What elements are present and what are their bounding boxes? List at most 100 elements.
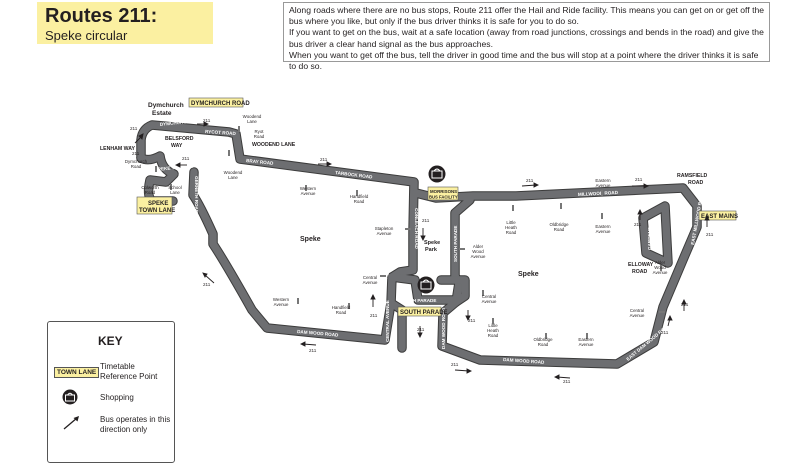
trp-label-morrisons-1: MORRISONS: [430, 189, 457, 194]
stop-label: Road: [554, 227, 565, 232]
stop-label: Handfield: [332, 305, 351, 310]
stop-label: Avenue: [274, 302, 289, 307]
stop-marker: [170, 184, 172, 190]
road-label-elloway-1: ELLOWAY: [628, 262, 654, 268]
road-label-tarbock: TARBOCK ROAD: [335, 170, 373, 180]
stop-label: Stapleton: [375, 226, 394, 231]
trp-label-morrisons-2: BUS FACILITY: [429, 195, 458, 200]
stop-label: Alder: [473, 244, 484, 249]
route-subtitle: Speke circular: [45, 28, 128, 43]
stop-label: Avenue: [653, 270, 668, 275]
route-number-label: 211: [417, 327, 425, 332]
title-box: Routes 211: Speke circular: [37, 2, 213, 44]
stop-label: Colworth: [141, 185, 159, 190]
stop-marker: [659, 311, 665, 313]
stop-label: Alder: [655, 260, 666, 265]
area-label-dymchurch-1: Dymchurch: [148, 102, 184, 109]
stop-label: Western: [273, 297, 290, 302]
stop-label: Avenue: [579, 342, 594, 347]
stop-marker: [601, 213, 603, 219]
road-label-speke-town-la: SPEKE TOWN LA: [155, 164, 194, 172]
road-label-belsford-2: WAY: [171, 143, 183, 149]
stop-label: Avenue: [363, 280, 378, 285]
stop-label: Oldbridge: [533, 337, 553, 342]
stop-marker: [545, 333, 547, 339]
route-number-label: 211: [203, 118, 211, 123]
direction-arrow-icon: [370, 293, 376, 307]
route-number-label: 211: [182, 156, 190, 161]
info-paragraph: Along roads where there are no bus stops…: [289, 5, 765, 27]
road-label-dymchurch: DYMCHURCH ROAD: [160, 117, 206, 127]
direction-arrow-icon: [318, 161, 333, 167]
direction-arrow-icon: [637, 208, 643, 220]
key-title: KEY: [98, 334, 123, 348]
stop-label: Road: [488, 333, 499, 338]
stop-marker: [356, 190, 358, 196]
trp-label-speke-2: TOWN LANE: [139, 208, 175, 214]
trp-label-dymchurch-road: DYMCHURCH ROAD: [191, 101, 250, 107]
route-number-label: 211: [706, 232, 714, 237]
area-label-speke-park-2: Park: [425, 247, 438, 253]
stop-label: Heath: [505, 225, 517, 230]
key-direction-label-2: direction only: [100, 425, 148, 434]
stop-label: School: [168, 185, 181, 190]
road-label-spekeland: DAM WOOD ROAD: [441, 307, 446, 349]
direction-arrows: [134, 121, 710, 380]
stop-label: Wood: [472, 249, 484, 254]
stop-marker: [482, 290, 484, 296]
key-trp-label-2: Reference Point: [100, 372, 158, 381]
stop-label: Avenue: [596, 229, 611, 234]
stop-label: Road: [145, 190, 156, 195]
area-label-dymchurch-2: Estate: [152, 110, 172, 117]
stop-label: Avenue: [471, 254, 486, 259]
route-number-label: 211: [132, 151, 140, 156]
road-label-oak-gardens: GARDENS: [647, 227, 652, 250]
stop-label: Oldbridge: [549, 222, 569, 227]
direction-arrow-icon: [667, 314, 673, 327]
route-number-label: 211: [370, 313, 378, 318]
trp-label-south-parade: SOUTH PARADE: [400, 310, 448, 316]
key-trp-sample: TOWN LANE: [54, 367, 100, 378]
trp-morrisons: [427, 186, 459, 201]
info-paragraph: When you want to get off the bus, tell t…: [289, 49, 759, 72]
stop-marker: [560, 203, 562, 209]
stop-marker: [305, 185, 307, 191]
road-label-ramsfield-1: RAMSFIELD: [677, 173, 708, 179]
stop-label: Eastern: [578, 337, 594, 342]
trp-label-east-mains: EAST MAINS: [701, 214, 738, 220]
stop-label: Eastern: [595, 224, 611, 229]
key-trp-label-1: Timetable: [100, 362, 135, 371]
route-number-label: 211: [130, 126, 138, 131]
shopping-icon: [417, 276, 435, 294]
road-label-south-parade-w: SOUTH PARADE: [400, 298, 436, 303]
stop-marker: [586, 333, 588, 339]
road-label-bray: BRAY ROAD: [246, 158, 274, 166]
direction-arrow-icon: [553, 374, 571, 380]
route-number-label: 211: [422, 218, 430, 223]
road-label-elloway-2: ROAD: [632, 269, 648, 275]
road-label-gerneth: GERNETH ROAD: [194, 176, 199, 214]
route-number-label: 211: [526, 178, 534, 183]
direction-arrow-icon: [420, 228, 426, 242]
stop-label: Lane: [170, 190, 180, 195]
stop-label: Road: [506, 230, 517, 235]
route-number-label: 211: [661, 330, 669, 335]
route-number-label: 211: [451, 362, 459, 367]
stop-label: Western: [300, 186, 317, 191]
stop-label: Road: [336, 310, 347, 315]
route-number-label: 211: [203, 282, 211, 287]
trp-label-speke-1: SPEKE: [148, 201, 168, 207]
road-label-rycot: RYCOT ROAD: [205, 129, 237, 136]
stop-label: Dymchurch: [125, 159, 148, 164]
stop-marker: [228, 150, 230, 156]
direction-arrow-icon: [632, 183, 650, 189]
map-key: KEY TOWN LANE Timetable Reference Point …: [47, 321, 175, 463]
stop-marker: [348, 303, 350, 309]
route-number-label: 211: [681, 302, 689, 307]
stop-label: Avenue: [301, 191, 316, 196]
stop-label: Lane: [247, 119, 257, 124]
direction-arrow-icon: [465, 310, 471, 322]
road-label-dam-wood-e: DAM WOOD ROAD: [503, 357, 545, 365]
stop-marker: [660, 265, 662, 271]
